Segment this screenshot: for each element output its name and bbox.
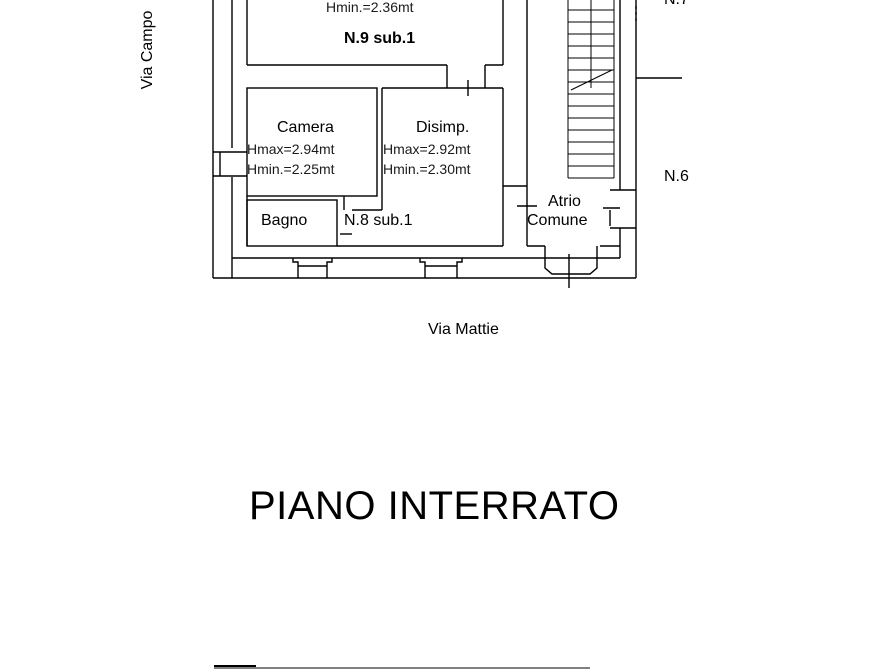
outer-walls [212, 0, 637, 279]
disimp-room-name: Disimp. [416, 119, 470, 136]
disimp-room-walls [352, 87, 527, 246]
unit-label-upper: N.9 sub.1 [344, 30, 416, 47]
camera-hmax: Hmax=2.94mt [247, 141, 335, 157]
floor-title: PIANO INTERRATO [249, 484, 620, 528]
bottom-windows [292, 246, 598, 288]
bagno-walls [246, 196, 503, 247]
bagno-room-name: Bagno [261, 212, 308, 229]
bottom-edge-stub [214, 665, 590, 669]
atrio-label-line1: Atrio [548, 193, 581, 210]
camera-room-name: Camera [277, 119, 334, 136]
camera-hmin: Hmin.=2.25mt [247, 161, 335, 177]
staircase [567, 0, 615, 179]
left-window [213, 151, 247, 177]
unit-label-top-right: N.7 [664, 0, 689, 8]
disimp-hmin: Hmin.=2.30mt [383, 161, 471, 177]
atrio-walls [517, 0, 636, 247]
street-label-bottom: Via Mattie [428, 321, 499, 338]
unit-label-right: N.6 [664, 168, 689, 185]
atrio-label-line2: Comune [527, 212, 588, 229]
upper-room-hmin: Hmin.=2.36mt [326, 0, 414, 15]
disimp-hmax: Hmax=2.92mt [383, 141, 471, 157]
right-partition [635, 6, 682, 79]
unit-label-lower: N.8 sub.1 [344, 212, 413, 229]
street-label-left: Via Campo [139, 10, 156, 90]
